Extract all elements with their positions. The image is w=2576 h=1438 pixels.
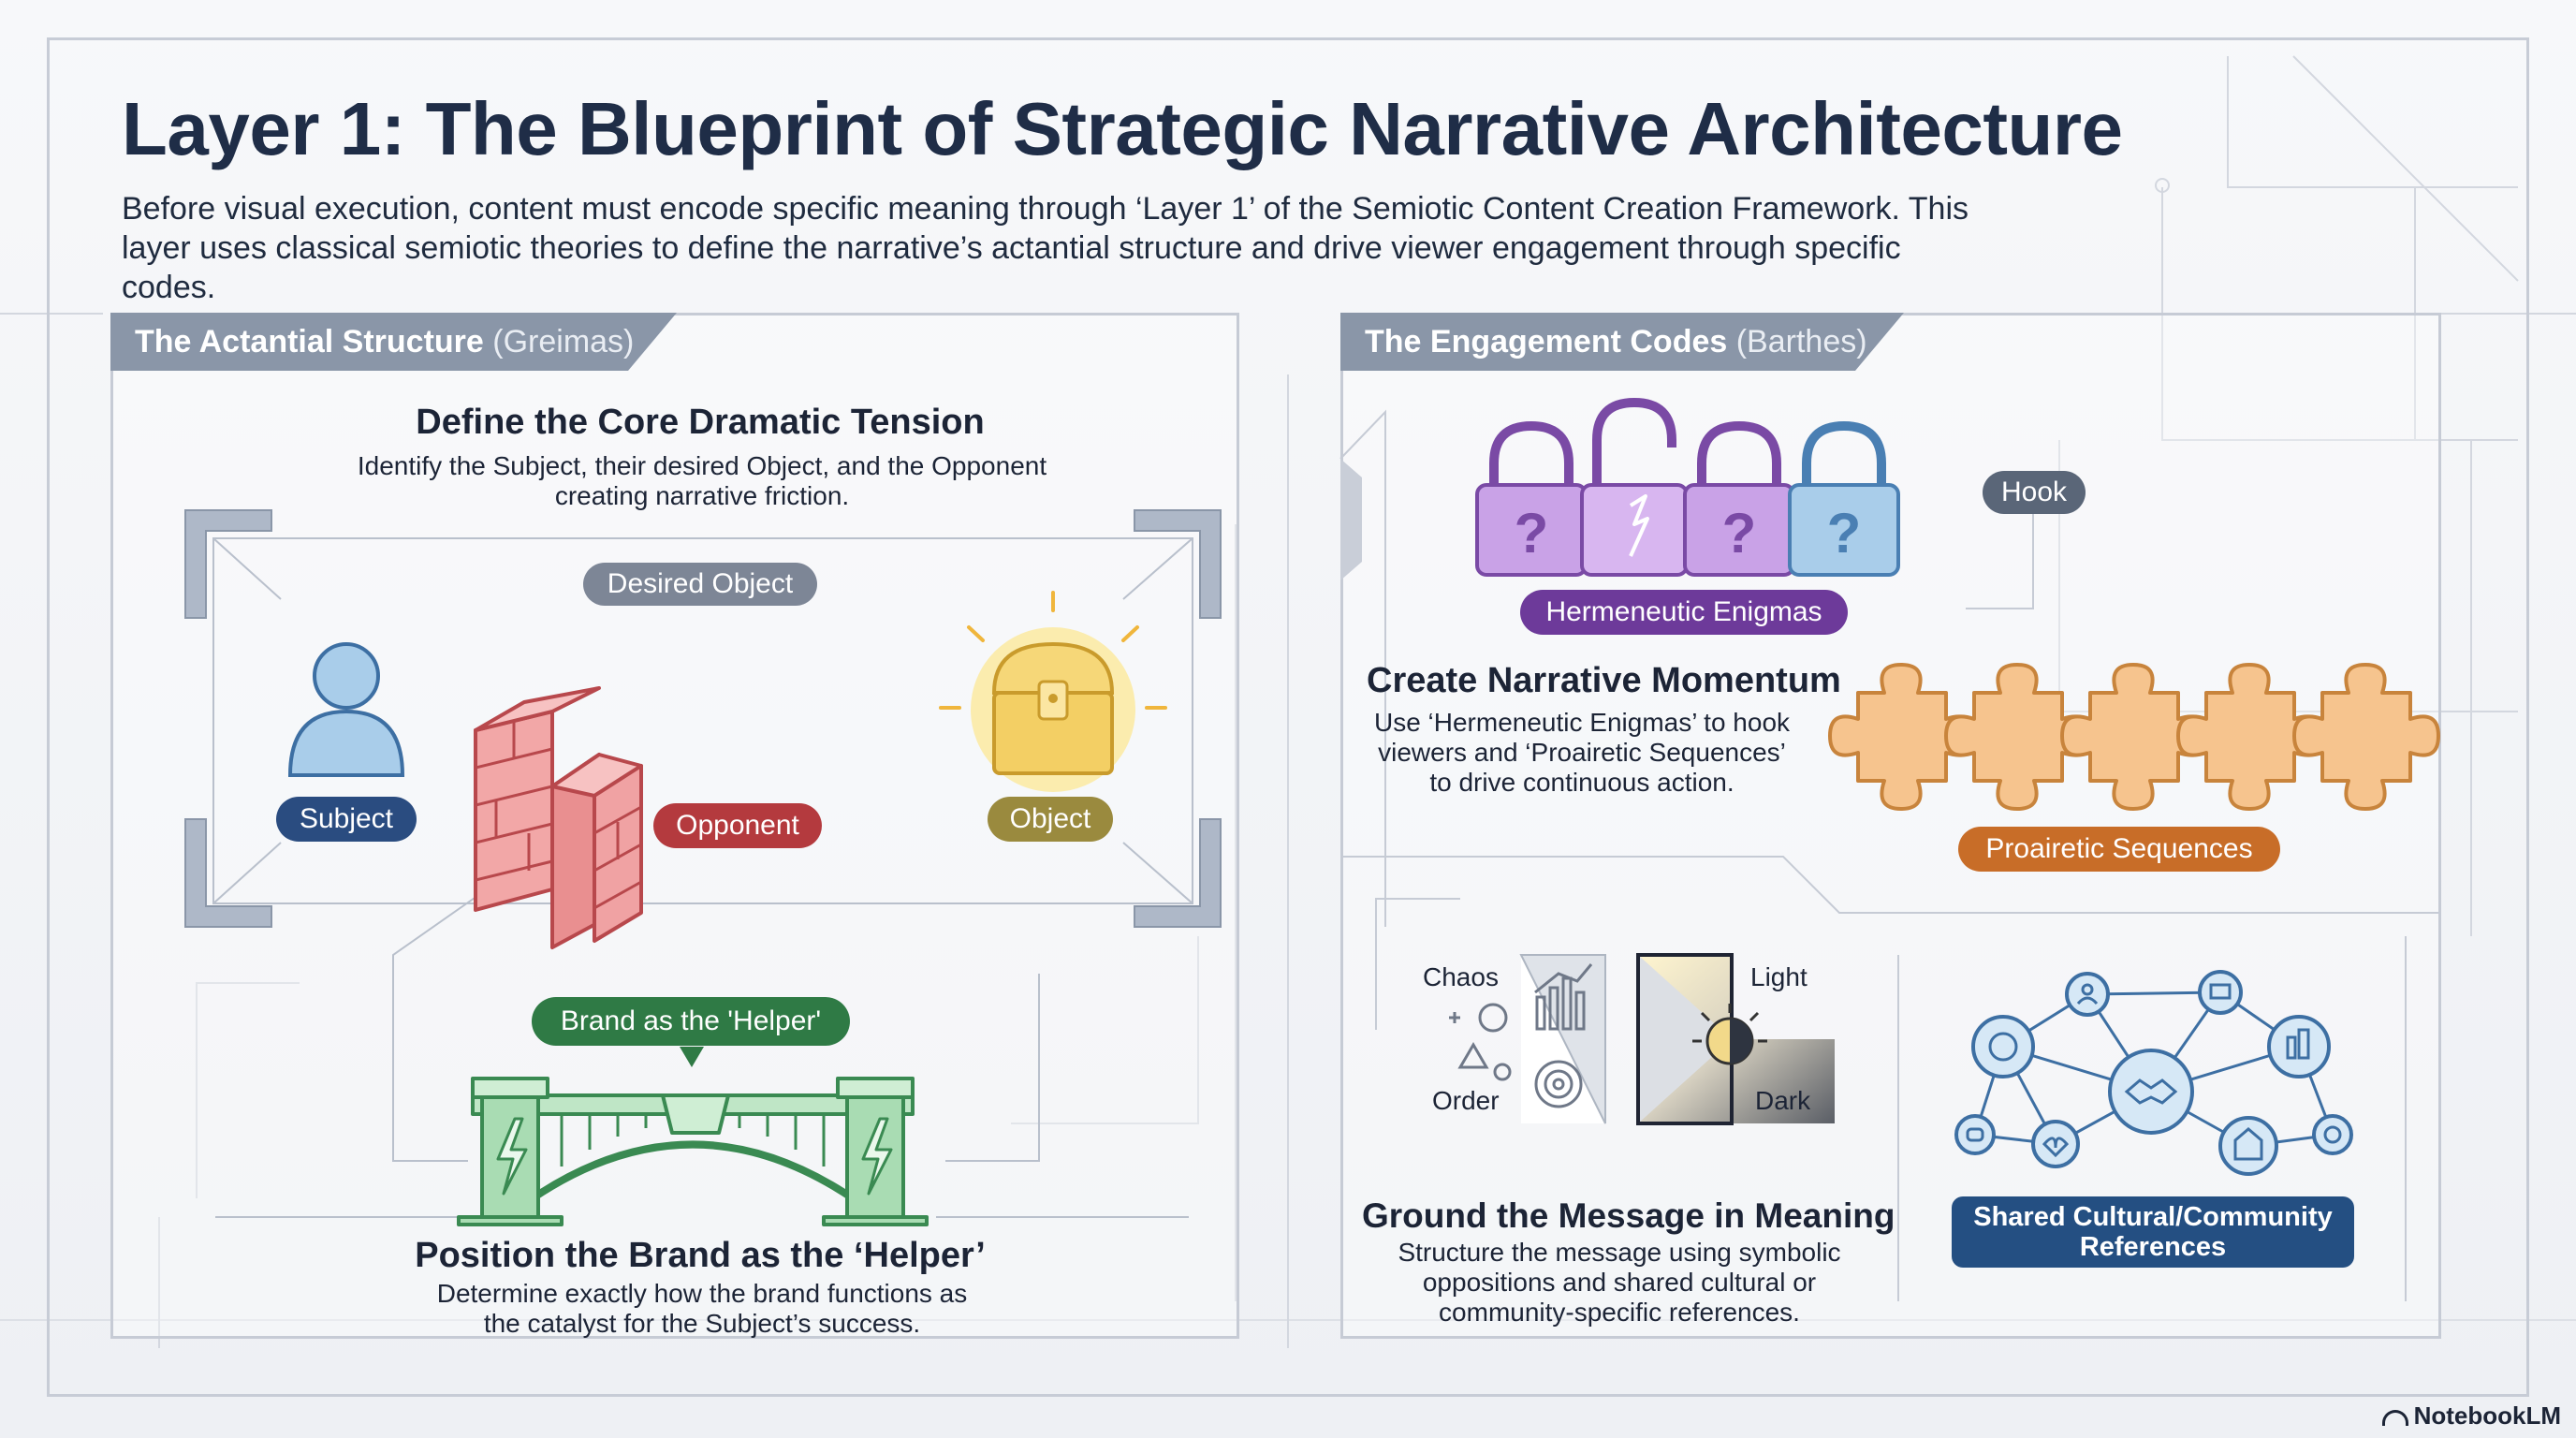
light-dark-opposition-icon [1636,953,1835,1125]
meaning-heading: Ground the Message in Meaning [1362,1196,1895,1235]
momentum-line-1: Use ‘Hermeneutic Enigmas’ to hook [1373,708,1791,737]
momentum-line-2: viewers and ‘Proairetic Sequences’ [1378,738,1786,767]
desired-object-label: Desired Object [583,563,817,606]
helper-heading: Position the Brand as the ‘Helper’ [415,1236,986,1275]
intro-line-2: layer uses classical semiotic theories t… [122,230,1901,305]
svg-text:?: ? [1827,502,1862,565]
shared-label-line-2: References [2079,1232,2227,1262]
shared-label-line-1: Shared Cultural/Community [1973,1202,2333,1232]
tension-line-1: Identify the Subject, their desired Obje… [357,451,1047,480]
object-treasure-chest-icon [939,591,1167,792]
momentum-line-3: to drive continuous action. [1429,768,1734,797]
brand-name: NotebookLM [2413,1401,2561,1430]
diagram-frame-lines [212,537,1193,1218]
subject-label: Subject [276,797,417,842]
actantial-tab-title: The Actantial Structure [135,324,484,360]
hook-label: Hook [1983,471,2086,514]
helper-description: Determine exactly how the brand function… [281,1279,1123,1339]
actantial-tab-author: (Greimas) [492,324,635,360]
tension-description: Identify the Subject, their desired Obje… [281,451,1123,511]
opponent-brick-wall-icon [474,686,643,949]
outer-frame [47,37,2529,1397]
chaos-label: Chaos [1423,962,1499,991]
tension-line-2: creating narrative friction. [554,481,850,510]
dark-label: Dark [1755,1086,1811,1115]
panel-edge-notch [1340,459,1362,580]
engagement-codes-tab: The Engagement Codes (Barthes) [1340,313,1904,371]
helper-bridge-icon [457,1047,929,1226]
light-label: Light [1750,962,1808,991]
intro-line-1: Before visual execution, content must en… [122,191,1969,227]
intro-paragraph: Before visual execution, content must en… [122,189,1994,307]
chaos-order-opposition-icon [1449,954,1606,1124]
shared-cultural-references-label: Shared Cultural/Community References [1952,1196,2354,1268]
svg-text:?: ? [1515,502,1549,565]
svg-text:?: ? [1722,502,1757,565]
momentum-heading: Create Narrative Momentum [1367,661,1841,700]
notebooklm-brand: NotebookLM [2381,1401,2561,1431]
meaning-line-2: oppositions and shared cultural or [1422,1268,1817,1297]
actantial-structure-tab: The Actantial Structure (Greimas) [110,313,677,371]
helper-line-1: Determine exactly how the brand function… [436,1279,968,1308]
momentum-description: Use ‘Hermeneutic Enigmas’ to hook viewer… [1339,708,1825,798]
meaning-description: Structure the message using symbolic opp… [1362,1238,1877,1328]
engagement-tab-author: (Barthes) [1735,324,1867,360]
diagram-frame-brackets [184,509,1222,928]
proairetic-puzzle-chain-icon [1828,663,2440,811]
meaning-line-1: Structure the message using symbolic [1398,1238,1841,1267]
proairetic-sequences-label: Proairetic Sequences [1958,827,2280,872]
notebooklm-logo-icon [2381,1409,2408,1426]
page-title: Layer 1: The Blueprint of Strategic Narr… [122,87,2123,170]
object-label: Object [988,797,1113,842]
order-label: Order [1432,1086,1500,1115]
meaning-line-3: community-specific references. [1439,1298,1800,1327]
brand-helper-label: Brand as the 'Helper' [532,997,850,1046]
hermeneutic-enigmas-label: Hermeneutic Enigmas [1520,590,1848,635]
opponent-label: Opponent [653,803,822,848]
hermeneutic-padlocks-icon: ? ? ? [1475,398,1900,577]
subject-person-icon [287,642,405,777]
helper-line-2: the catalyst for the Subject’s success. [483,1309,921,1338]
tension-heading: Define the Core Dramatic Tension [416,403,985,442]
community-network-icon [1954,970,2353,1176]
engagement-tab-title: The Engagement Codes [1365,324,1728,360]
engagement-connector-lines [1339,409,2438,1301]
